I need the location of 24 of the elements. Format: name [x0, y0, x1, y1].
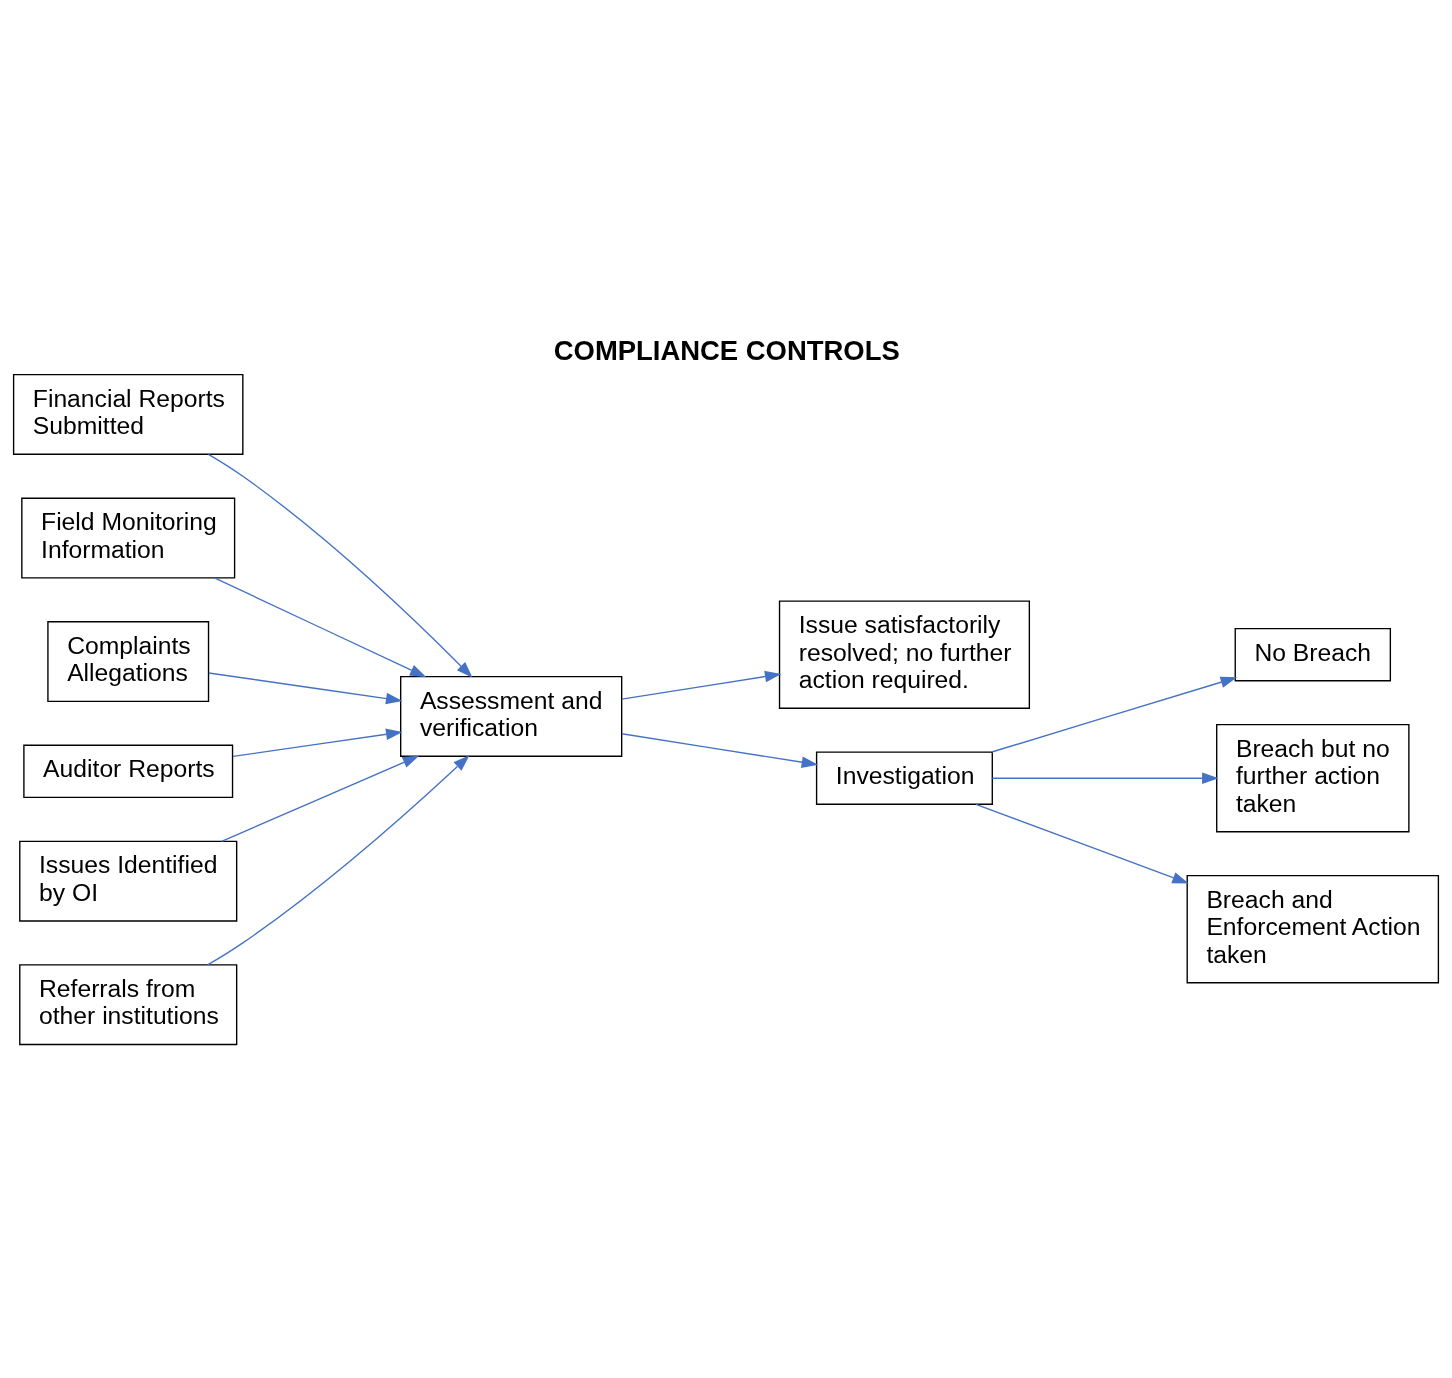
arrow — [991, 676, 1238, 753]
node-box: Complaints Allegations — [47, 621, 210, 703]
node-box: Auditor Reports — [23, 744, 234, 799]
node-box: No Breach — [1234, 627, 1392, 682]
arrow — [991, 772, 1219, 784]
node-box: Breach but no further action taken — [1216, 724, 1410, 833]
node-box: Assessment and verification — [400, 675, 623, 757]
arrow — [220, 755, 420, 842]
arrow — [206, 755, 470, 966]
node-box: Referrals from other institutions — [19, 964, 238, 1046]
arrow — [208, 672, 403, 705]
diagram-title: COMPLIANCE CONTROLS — [553, 334, 900, 366]
node-box: Investigation — [815, 751, 993, 805]
arrow — [232, 728, 403, 758]
node-box: Issue satisfactorily resolved; no further action required. — [778, 600, 1031, 709]
arrow — [207, 453, 473, 678]
arrow — [621, 670, 782, 700]
arrow — [975, 803, 1189, 884]
arrow — [621, 733, 819, 768]
arrow — [213, 577, 427, 678]
node-box: Field Monitoring Information — [21, 497, 236, 579]
node-box: Financial Reports Submitted — [12, 374, 244, 455]
node-box: Breach and Enforcement Action taken — [1186, 875, 1440, 984]
node-box: Issues Identified by OI — [19, 840, 238, 922]
